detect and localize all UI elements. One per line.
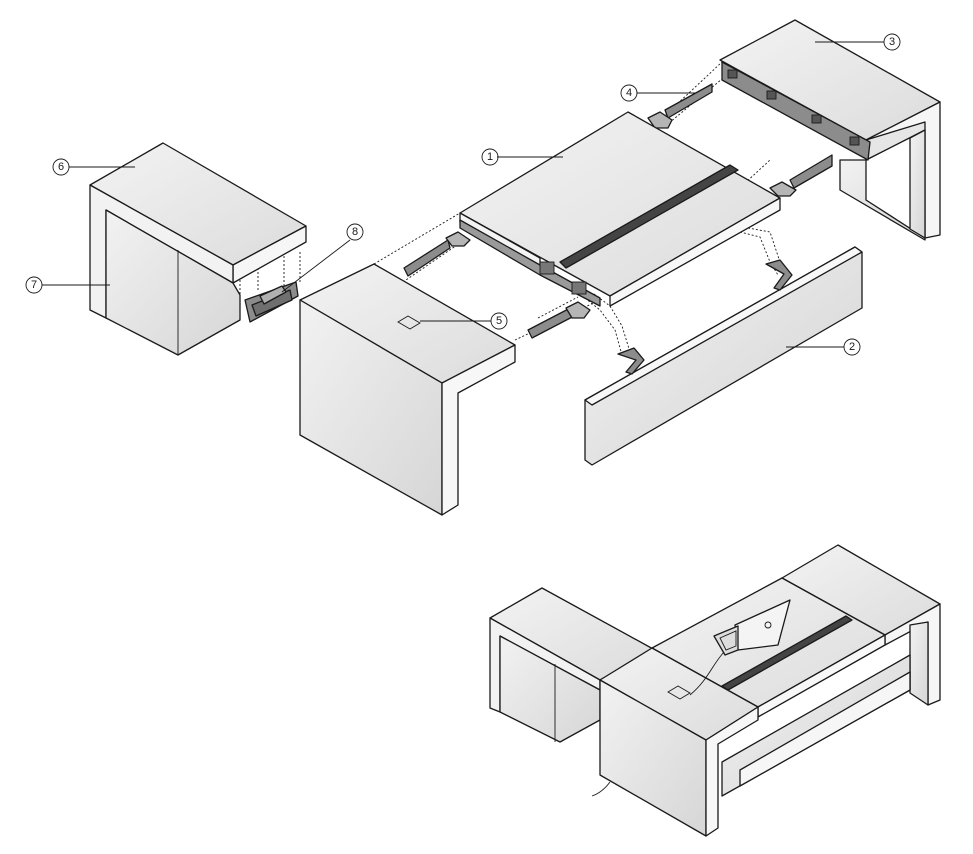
- bracket-4: [647, 83, 833, 197]
- callout-6: 6: [52, 158, 70, 176]
- assembled-desk: [489, 544, 941, 837]
- central-top: [459, 111, 781, 307]
- callout-3-label: 3: [889, 36, 895, 48]
- callout-4: 4: [620, 84, 638, 102]
- callout-1: 1: [481, 148, 499, 166]
- callout-7: 7: [25, 276, 43, 294]
- callout-3: 3: [883, 33, 901, 51]
- side-cabinet: [89, 142, 307, 356]
- front-pedestal: [299, 263, 516, 516]
- right-end-block: [719, 19, 941, 241]
- callout-6-label: 6: [58, 161, 64, 173]
- modesty-panel: [584, 246, 863, 466]
- callout-8: 8: [346, 223, 364, 241]
- callout-markers: 1 2 3 4 5 6 7 8: [25, 33, 901, 356]
- callout-2-label: 2: [849, 341, 855, 353]
- callout-1-label: 1: [487, 151, 493, 163]
- callout-8-label: 8: [352, 226, 358, 238]
- callout-2: 2: [843, 338, 861, 356]
- callout-5-label: 5: [496, 315, 502, 327]
- callout-leaders: [42, 41, 884, 348]
- callout-4-label: 4: [626, 87, 632, 99]
- left-brackets: [403, 231, 591, 339]
- callout-7-label: 7: [31, 279, 37, 291]
- callout-5: 5: [490, 312, 508, 330]
